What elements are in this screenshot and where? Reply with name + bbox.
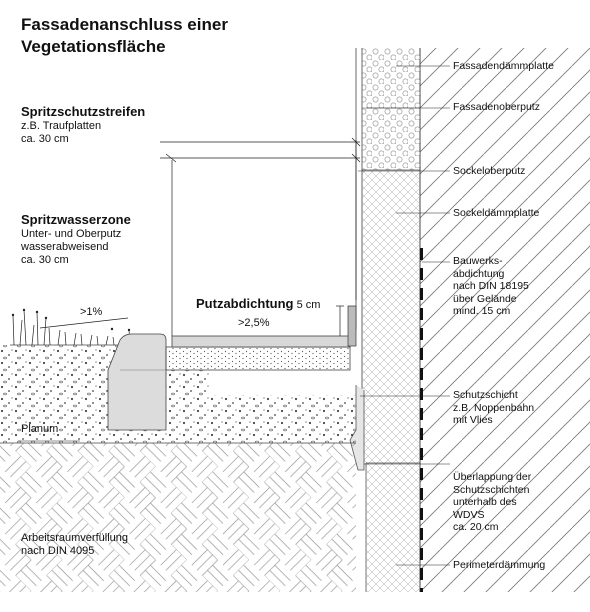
label-fassadenoberputz: Fassadenoberputz <box>453 101 540 113</box>
render-waterproofing <box>347 305 357 347</box>
dimension-lines <box>160 137 361 336</box>
schutz-line-1: Schutzschicht <box>453 389 518 401</box>
bauwerk-line-5: mind. 15 cm <box>453 305 511 317</box>
ueber-line-4: WDVS <box>453 508 485 521</box>
spritzwasser-line-2: wasserabweisend <box>21 241 109 253</box>
label-schutzschicht: Schutzschicht z.B. Noppenbahn mit Vlies <box>453 389 534 427</box>
spritzschutz-line-1: z.B. Traufplatten <box>21 120 102 132</box>
schutz-line-2: z.B. Noppenbahn <box>453 401 535 414</box>
ueber-line-2: Schutzschichten <box>453 483 530 496</box>
bauwerk-line-4: über Gelände <box>453 292 517 305</box>
label-planum: Planum <box>21 423 59 435</box>
spritzschutz-heading: Spritzschutzstreifen <box>21 104 146 119</box>
label-ueberlappung: Überlappung der Schutzschichten unterhal… <box>453 471 531 534</box>
curb-stone <box>107 333 167 431</box>
label-sockeldaemmplatte: Sockeldämmplatte <box>453 207 540 219</box>
eaves-slabs <box>171 335 351 348</box>
title-line-2: Vegetationsfläche <box>21 37 166 56</box>
label-bauwerksabdichtung: Bauwerks- abdichtung nach DIN 18195 über… <box>453 255 529 318</box>
spritzschutz-line-2: ca. 30 cm <box>21 133 69 145</box>
paving-bedding <box>165 346 351 371</box>
label-perimeterdaemmung: Perimeterdämmung <box>453 559 546 571</box>
note-spritzwasser: Spritzwasserzone Unter- und Oberputz was… <box>21 212 131 267</box>
note-arbeitsraum: Arbeitsraumverfüllung nach DIN 4095 <box>21 532 128 558</box>
drawing-title: Fassadenanschluss einer Vegetationsfläch… <box>21 14 228 58</box>
masonry-wall <box>419 48 590 592</box>
label-sockeloberputz: Sockeloberputz <box>453 165 526 177</box>
putzabdichtung-size: 5 cm <box>296 299 321 311</box>
bauwerk-line-1: Bauwerks- <box>453 255 503 267</box>
label-putzabdichtung: Putzabdichtung 5 cm <box>196 296 320 312</box>
note-spritzschutz: Spritzschutzstreifen z.B. Traufplatten c… <box>21 104 145 146</box>
arbeitsraum-line-2: nach DIN 4095 <box>21 545 95 557</box>
spritzwasser-heading: Spritzwasserzone <box>21 212 131 227</box>
spritzwasser-line-3: ca. 30 cm <box>21 254 69 266</box>
ueber-line-1: Überlappung der <box>453 471 532 483</box>
backfill-gravel <box>0 345 356 444</box>
leader-lines <box>18 65 450 566</box>
natural-ground <box>0 443 356 592</box>
facade-insulation-board <box>362 48 420 170</box>
arbeitsraum-line-1: Arbeitsraumverfüllung <box>21 532 128 544</box>
perimeter-insulation <box>365 462 420 592</box>
bauwerk-line-2: abdichtung <box>453 267 505 280</box>
label-fassadendaemmplatte: Fassadendämmplatte <box>453 60 554 72</box>
putzabdichtung-heading: Putzabdichtung <box>196 296 294 311</box>
grass-topsoil <box>10 308 138 346</box>
ueber-line-3: unterhalb des <box>453 496 517 508</box>
title-line-1: Fassadenanschluss einer <box>21 15 228 34</box>
plinth-insulation-board <box>362 169 420 463</box>
ueber-line-5: ca. 20 cm <box>453 521 499 533</box>
label-slope-soil: >1% <box>80 306 103 318</box>
schutz-line-3: mit Vlies <box>453 414 493 426</box>
spritzwasser-line-1: Unter- und Oberputz <box>21 228 122 240</box>
bauwerk-line-3: nach DIN 18195 <box>453 280 529 292</box>
label-slope-pavement: >2,5% <box>238 317 270 329</box>
